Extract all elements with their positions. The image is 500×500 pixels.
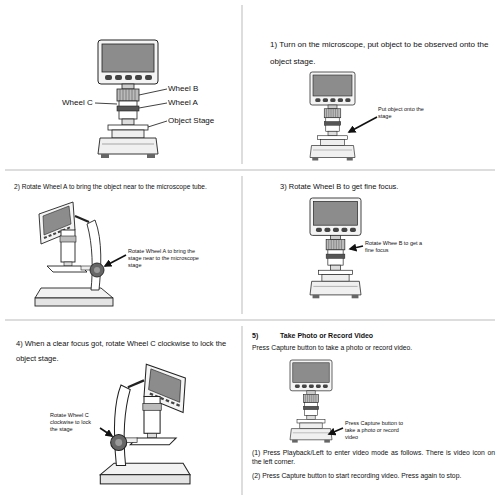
panel-dividers: [5, 5, 495, 495]
callout-note: Rotate Whee B to get a fine focus: [365, 240, 423, 254]
step-heading: Take Photo or Record Video: [280, 331, 430, 340]
microscope-side: [100, 364, 190, 484]
step-text: 1) Turn on the microscope, put object to…: [270, 36, 492, 70]
callout-note: Press Capture button to take a photo or …: [345, 420, 411, 441]
microscope-side-mirrored: [100, 364, 190, 484]
microscope-side: [35, 202, 113, 306]
divider: [5, 320, 495, 321]
step-text: 2) Rotate Wheel A to bring the object ne…: [14, 182, 242, 191]
part-name: Object Stage: [168, 116, 238, 126]
callout-note: Put object onto the stage: [378, 106, 430, 120]
leader-lines: [95, 89, 167, 127]
leader-line: [95, 103, 117, 104]
part-name: Wheel C: [62, 98, 96, 108]
divider: [242, 5, 243, 164]
callout-arrow: [349, 117, 377, 132]
callout-arrow: [329, 428, 343, 434]
callout-arrow: [100, 428, 112, 436]
callout-note: Rotate Wheel A to bring the stage near t…: [128, 248, 200, 269]
callout-arrow: [350, 246, 363, 249]
callout-arrow: [105, 255, 126, 266]
instruction-note: (2) Press Capture button to start record…: [252, 471, 495, 480]
step-number: 5): [252, 331, 272, 340]
part-name: Wheel B: [168, 84, 228, 94]
divider: [5, 170, 495, 171]
part-name: Wheel A: [168, 98, 228, 108]
microscope-front: [290, 360, 332, 443]
divider: [242, 326, 243, 495]
leader-line: [139, 103, 167, 108]
instruction-note: (1) Press Playback/Left to enter video m…: [252, 448, 495, 466]
step-text: 4) When a clear focus got, rotate Wheel …: [16, 336, 228, 366]
step-text: Press Capture button to take a photo or …: [252, 343, 482, 352]
divider: [242, 176, 243, 314]
microscope-front: [310, 72, 355, 161]
leader-line: [139, 89, 167, 95]
leader-line: [148, 121, 167, 127]
step-text: 3) Rotate Wheel B to get fine focus.: [280, 182, 480, 191]
callout-note: Rotate Wheel C clockwise to lock the sta…: [50, 412, 100, 433]
microscope-front: [98, 40, 158, 158]
